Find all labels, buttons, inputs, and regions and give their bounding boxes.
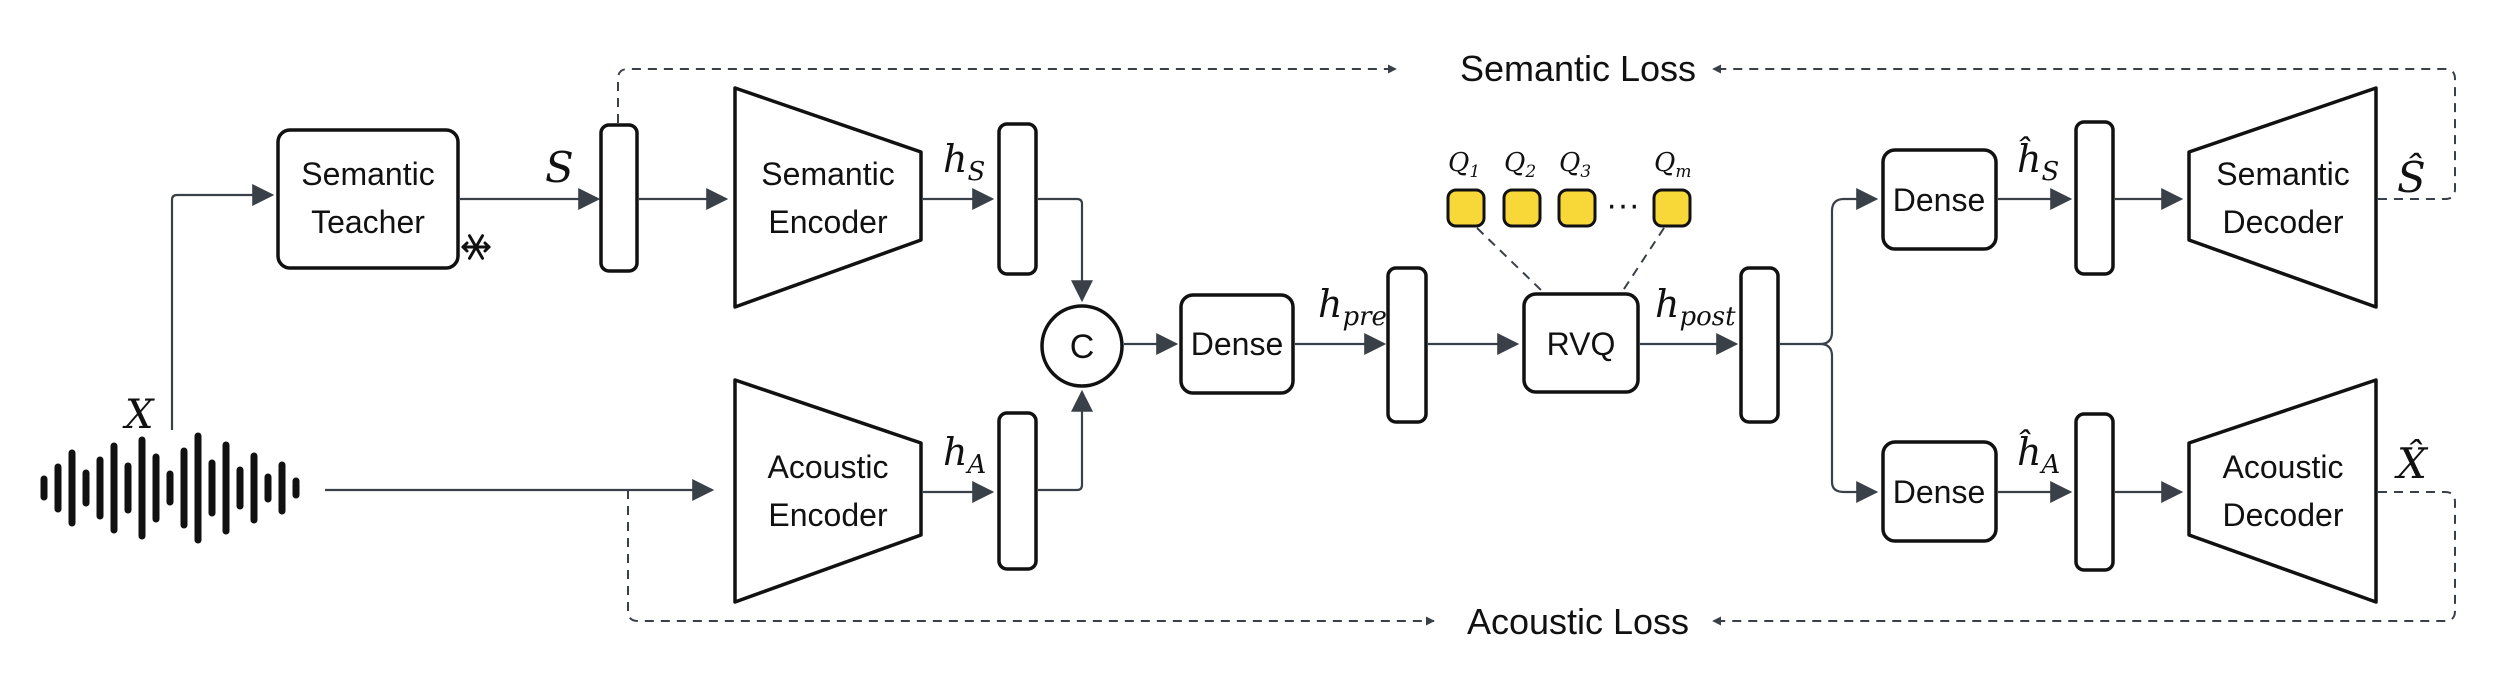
dense-semantic-label: Dense: [1893, 182, 1986, 218]
acoustic-decoder-block: [2187, 378, 2378, 604]
snowflake-icon: [461, 234, 491, 260]
acoustic-loss-from-input-line: [627, 490, 1435, 626]
split-to-semantic-dense-arrow: [1819, 188, 1879, 346]
codebook-to-rvq-line-right: [1621, 227, 1665, 293]
rvq-label: RVQ: [1547, 326, 1616, 362]
semantic-loss-from-s-line: [617, 64, 1397, 123]
split-to-acoustic-dense-arrow: [1819, 342, 1879, 503]
h-s-hat-vector: [2074, 120, 2115, 276]
symbol-s-hat: Ŝ: [2397, 152, 2426, 202]
symbol-h-s-hat: ĥS: [2017, 137, 2059, 187]
symbol-h-a: hA: [943, 430, 986, 480]
input-symbol-x: X: [122, 392, 155, 438]
dense-acoustic-label: Dense: [1893, 474, 1986, 510]
acoustic-loss-label: Acoustic Loss: [1467, 601, 1689, 642]
codebooks: Q1 Q2 Q3 Qm ···: [1446, 148, 1692, 228]
h-pre-vector: [1386, 266, 1428, 424]
semantic-encoder-block: [733, 86, 923, 309]
acoustic-encoder-block: [733, 378, 923, 604]
semantic-teacher-block: [276, 128, 460, 270]
codebook-ellipsis: ···: [1606, 186, 1640, 224]
symbol-s: S: [545, 143, 574, 192]
symbol-h-post: hpost: [1655, 282, 1736, 332]
codebook-q1: [1446, 188, 1486, 228]
h-a-to-concat-arrow: [1038, 389, 1093, 492]
codebook-q2-label: Q2: [1504, 148, 1536, 182]
h-post-vector: [1739, 266, 1780, 424]
h-a-hat-vector: [2074, 412, 2115, 572]
concat-label: C: [1070, 328, 1095, 366]
dense-pre-label: Dense: [1191, 326, 1284, 362]
s-vector: [599, 123, 639, 273]
codebook-q1-label: Q1: [1448, 148, 1480, 182]
symbol-x-hat: X̂: [2394, 437, 2429, 488]
waveform-icon: [40, 432, 300, 544]
rvq-block: [1522, 292, 1640, 394]
dense-acoustic-block: [1881, 440, 1998, 543]
codebook-qm: [1652, 188, 1692, 228]
acoustic-loss-from-x-hat-line: [1712, 491, 2456, 626]
concat-node: [1040, 304, 1124, 388]
h-a-vector: [997, 411, 1038, 571]
semantic-loss-from-s-hat-line: [1712, 64, 2456, 200]
dense-pre-block: [1179, 293, 1295, 395]
h-s-vector: [997, 122, 1038, 276]
codebook-to-rvq-line-left: [1476, 227, 1544, 293]
input-to-teacher-arrow: [170, 184, 275, 430]
symbol-h-s: hS: [943, 137, 985, 187]
semantic-decoder-block: [2187, 86, 2378, 309]
codebook-q2: [1502, 188, 1542, 228]
symbol-h-pre: hpre: [1318, 282, 1387, 332]
codebook-q3-label: Q3: [1559, 148, 1591, 182]
codebook-q3: [1557, 188, 1597, 228]
semantic-loss-label: Semantic Loss: [1460, 48, 1696, 89]
symbol-h-a-hat: ĥA: [2017, 430, 2060, 480]
codebook-qm-label: Qm: [1654, 148, 1691, 182]
h-s-to-concat-arrow: [1038, 197, 1093, 303]
dense-semantic-block: [1881, 148, 1998, 251]
